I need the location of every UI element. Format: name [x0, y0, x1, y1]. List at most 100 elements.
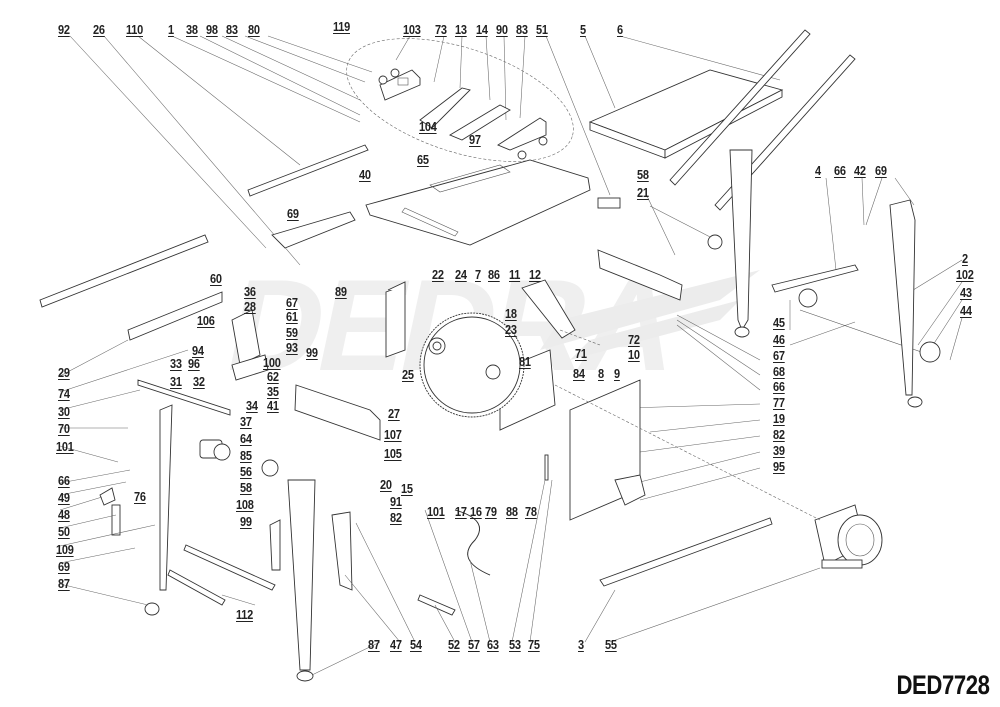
callout-33: 33	[170, 357, 182, 371]
callout-81: 81	[519, 355, 531, 369]
callout-70: 70	[58, 422, 70, 436]
callout-75: 75	[528, 638, 540, 652]
callout-69: 69	[875, 164, 887, 178]
callout-99: 99	[306, 346, 318, 360]
callout-72: 72	[628, 333, 640, 347]
callout-13: 13	[455, 23, 467, 37]
callout-79: 79	[485, 505, 497, 519]
motor	[814, 504, 883, 569]
callout-96: 96	[188, 357, 200, 371]
callout-14: 14	[476, 23, 488, 37]
callout-35: 35	[267, 385, 279, 399]
callout-8: 8	[598, 367, 604, 381]
callout-89: 89	[335, 285, 347, 299]
callout-83b: 83	[516, 23, 528, 37]
leader-lines	[69, 35, 963, 501]
callout-67b: 67	[286, 296, 298, 310]
callout-2: 2	[962, 252, 968, 266]
callout-86: 86	[488, 268, 500, 282]
callout-69b: 69	[287, 207, 299, 221]
callout-77: 77	[773, 396, 785, 410]
callout-60: 60	[210, 272, 222, 286]
callout-82b: 82	[390, 511, 402, 525]
table-top	[365, 159, 591, 246]
stand-legs	[144, 149, 923, 682]
callout-46: 46	[773, 333, 785, 347]
callout-40: 40	[359, 168, 371, 182]
callout-62: 62	[267, 370, 279, 384]
callout-64: 64	[240, 432, 252, 446]
callout-22: 22	[432, 268, 444, 282]
callout-17: 17	[455, 505, 467, 519]
small-components	[99, 197, 941, 616]
callout-26: 26	[93, 23, 105, 37]
callout-82: 82	[773, 428, 785, 442]
callout-12: 12	[529, 268, 541, 282]
callout-7: 7	[475, 268, 481, 282]
callout-106: 106	[197, 314, 215, 328]
callout-66c: 66	[58, 474, 70, 488]
callout-87b: 87	[368, 638, 380, 652]
callout-32: 32	[193, 375, 205, 389]
callout-18: 18	[505, 307, 517, 321]
callout-52: 52	[448, 638, 460, 652]
callout-6: 6	[617, 23, 623, 37]
callout-19: 19	[773, 412, 785, 426]
callout-39: 39	[773, 444, 785, 458]
callout-34: 34	[246, 399, 258, 413]
callout-21: 21	[637, 186, 649, 200]
callout-28: 28	[244, 300, 256, 314]
leader-lines-lower	[59, 339, 821, 676]
callout-53: 53	[509, 638, 521, 652]
dust-hose-inner	[454, 509, 491, 576]
callout-78: 78	[525, 505, 537, 519]
callout-107: 107	[384, 428, 402, 442]
callout-5: 5	[580, 23, 586, 37]
callout-73: 73	[435, 23, 447, 37]
callout-59: 59	[286, 326, 298, 340]
callout-31: 31	[170, 375, 182, 389]
callout-67: 67	[773, 349, 785, 363]
callout-37: 37	[240, 415, 252, 429]
callout-88: 88	[506, 505, 518, 519]
callout-90: 90	[496, 23, 508, 37]
callout-48: 48	[58, 508, 70, 522]
callout-49: 49	[58, 491, 70, 505]
callout-71: 71	[575, 347, 587, 361]
callout-112: 112	[236, 608, 253, 622]
callout-103: 103	[403, 23, 421, 37]
extension-table	[588, 69, 784, 159]
callout-109: 109	[56, 543, 74, 557]
callout-66b: 66	[773, 380, 785, 394]
callout-45: 45	[773, 316, 785, 330]
callout-43: 43	[960, 286, 972, 300]
callout-47: 47	[390, 638, 402, 652]
guard-group-outline	[346, 38, 574, 162]
callout-93: 93	[286, 341, 298, 355]
callout-58b: 58	[240, 481, 252, 495]
callout-23: 23	[505, 323, 517, 337]
callout-95: 95	[773, 460, 785, 474]
callout-98: 98	[206, 23, 218, 37]
saw-blade	[419, 312, 525, 418]
model-number: DED7728	[896, 670, 991, 700]
callout-29: 29	[58, 366, 70, 380]
blade-guard-parts	[378, 68, 548, 160]
callout-51: 51	[536, 23, 548, 37]
callout-102: 102	[956, 268, 974, 282]
callout-65: 65	[417, 153, 429, 167]
callout-15: 15	[401, 482, 413, 496]
callout-97: 97	[469, 133, 481, 147]
callout-36: 36	[244, 285, 256, 299]
callout-104: 104	[419, 120, 437, 134]
callout-92: 92	[58, 23, 70, 37]
callout-66: 66	[834, 164, 846, 178]
callout-3: 3	[578, 638, 584, 652]
callout-110: 110	[126, 23, 143, 37]
callout-44: 44	[960, 304, 972, 318]
callout-30: 30	[58, 405, 70, 419]
callout-54: 54	[410, 638, 422, 652]
callout-69c: 69	[58, 560, 70, 574]
